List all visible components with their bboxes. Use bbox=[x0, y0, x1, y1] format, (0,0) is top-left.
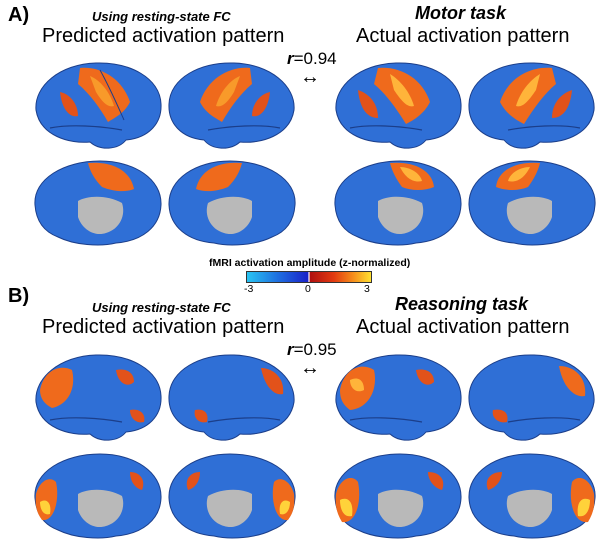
panel-a-actual-left-lateral-brain bbox=[335, 62, 462, 149]
colorbar-tick-max: 3 bbox=[364, 283, 370, 295]
panel-b-double-arrow-icon: ↔ bbox=[300, 357, 320, 379]
panel-b-predicted-right-medial-brain bbox=[168, 453, 296, 539]
panel-a-left-subtitle: Using resting-state FC bbox=[92, 9, 231, 24]
panel-a-actual-left-medial-brain bbox=[334, 160, 462, 246]
colorbar-title: fMRI activation amplitude (z-normalized) bbox=[209, 257, 411, 269]
panel-a-label: A) bbox=[8, 4, 30, 26]
panel-a-right-task: Motor task bbox=[415, 3, 507, 23]
colorbar-tick-mid: 0 bbox=[305, 283, 311, 295]
panel-b-actual-right-medial-brain bbox=[468, 453, 596, 539]
panel-b-predicted-left-lateral-brain bbox=[35, 354, 162, 441]
panel-a-right-title: Actual activation pattern bbox=[356, 25, 570, 47]
panel-b-right-task: Reasoning task bbox=[395, 294, 529, 314]
panel-b-predicted-right-lateral-brain bbox=[168, 354, 295, 441]
panel-a-double-arrow-icon: ↔ bbox=[300, 66, 320, 88]
panel-a-predicted-right-medial-brain bbox=[168, 160, 296, 246]
panel-a-actual-right-medial-brain bbox=[468, 160, 596, 246]
panel-b-right-title: Actual activation pattern bbox=[356, 316, 570, 338]
colorbar-tick-min: -3 bbox=[244, 283, 254, 295]
panel-a-predicted-left-medial-brain bbox=[34, 160, 162, 246]
panel-a-correlation: r=0.94 bbox=[287, 49, 337, 68]
panel-b-left-title: Predicted activation pattern bbox=[42, 316, 285, 338]
panel-a-left-title: Predicted activation pattern bbox=[42, 25, 285, 47]
panel-b-correlation: r=0.95 bbox=[287, 340, 337, 359]
colorbar bbox=[246, 271, 372, 283]
panel-b-actual-left-medial-brain bbox=[334, 453, 462, 539]
panel-b-predicted-left-medial-brain bbox=[34, 453, 162, 539]
panel-a-predicted-right-lateral-brain bbox=[168, 62, 295, 149]
panel-b-label: B) bbox=[8, 285, 30, 307]
panel-a-predicted-left-lateral-brain bbox=[35, 62, 162, 149]
panel-a-actual-right-lateral-brain bbox=[468, 62, 595, 149]
panel-b-left-subtitle: Using resting-state FC bbox=[92, 300, 231, 315]
panel-b-actual-right-lateral-brain bbox=[468, 354, 595, 441]
panel-b-actual-left-lateral-brain bbox=[335, 354, 462, 441]
